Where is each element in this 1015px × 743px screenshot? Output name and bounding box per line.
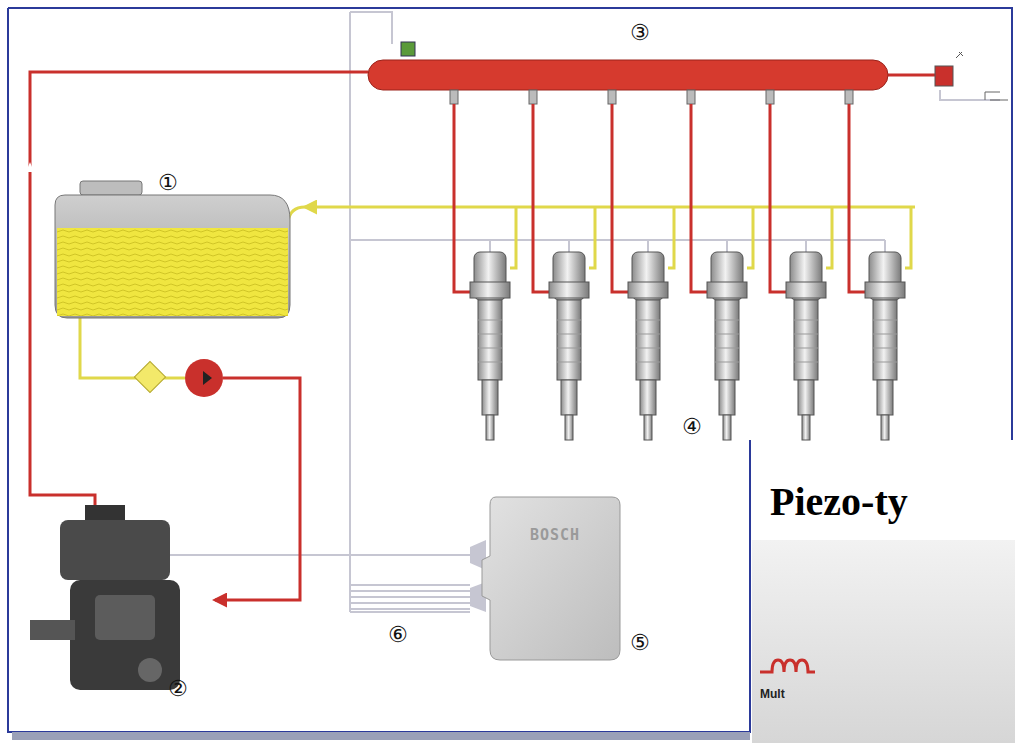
- callout-number: ⑤: [630, 632, 650, 654]
- feed-pump-arrow: [203, 371, 212, 385]
- injector: [687, 90, 753, 440]
- node-text: BOSCH: [496, 526, 614, 544]
- flow-arrow: [26, 162, 34, 172]
- injector: [766, 90, 832, 440]
- injector: [845, 90, 911, 440]
- logo-wave: [760, 660, 815, 672]
- feed-pump: [185, 359, 223, 397]
- frame: [8, 8, 1012, 732]
- injector: [608, 90, 674, 440]
- slide-heading: Piezo-ty: [770, 482, 908, 522]
- callout-number: ③: [630, 22, 650, 44]
- valve-symbol: [956, 52, 963, 58]
- callout-number: ⑥: [388, 624, 408, 646]
- callout-number: ②: [168, 678, 188, 700]
- fuel-filter: [134, 361, 165, 392]
- ecu-box: BOSCH: [492, 515, 618, 555]
- callout-number: ④: [682, 416, 702, 438]
- high-pressure-pump: [30, 505, 180, 690]
- ecu-housing: [482, 497, 620, 660]
- high-pressure-lines: [30, 72, 940, 600]
- pressure-valve: [935, 66, 953, 86]
- injector: [450, 90, 516, 440]
- pressure-sensor: [401, 42, 415, 56]
- frame-shadow: [12, 732, 750, 740]
- photo-panel: [752, 540, 1015, 743]
- ground-symbol: [985, 92, 1008, 100]
- injector: [529, 90, 595, 440]
- common-rail: [368, 60, 888, 90]
- callout-number: ①: [158, 172, 178, 194]
- fuel-tank: [55, 181, 290, 318]
- logo-text: Mult: [760, 688, 785, 700]
